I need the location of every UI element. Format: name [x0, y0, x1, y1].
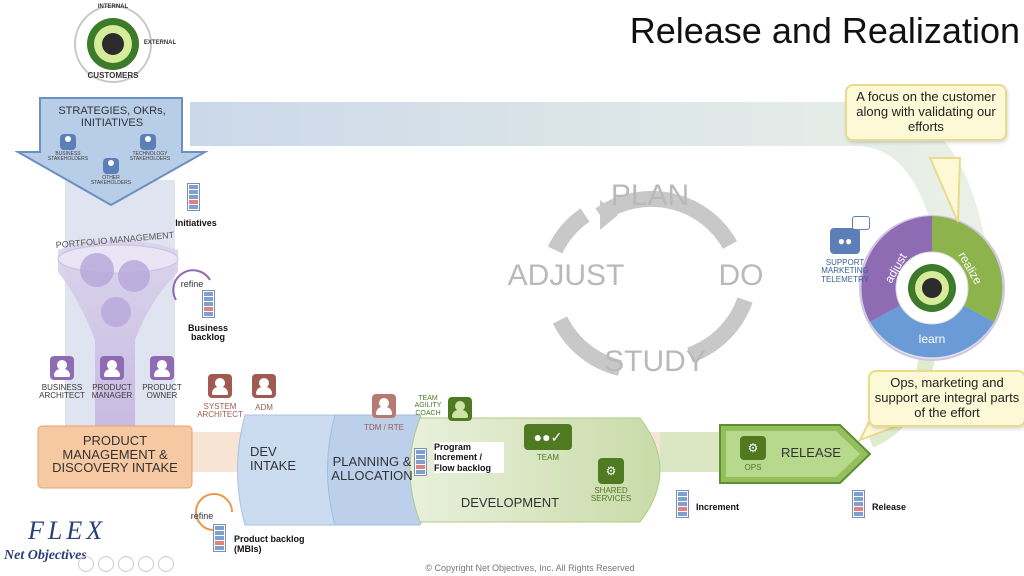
other-stakeholders-icon — [103, 158, 119, 174]
callout-customer-focus: A focus on the customer along with valid… — [845, 84, 1007, 141]
ops-icon: ⚙ — [740, 436, 766, 460]
more-icon[interactable] — [158, 556, 174, 572]
technology-stakeholders-label: TECHNOLOGY STAKEHOLDERS — [129, 151, 171, 163]
refine-business-label: refine — [180, 279, 204, 289]
development-stage-label: DEVELOPMENT — [460, 495, 560, 510]
business-backlog-label: Business backlog — [187, 323, 229, 343]
other-stakeholders-label: OTHER STAKEHOLDERS — [90, 175, 132, 187]
team-agility-coach-label: TEAM AGILITY COACH — [414, 395, 442, 417]
adm-icon — [252, 374, 276, 398]
slide-controls[interactable] — [78, 556, 174, 572]
ops-label: OPS — [744, 463, 762, 472]
product-owner-label: PRODUCT OWNER — [142, 383, 182, 401]
increment-label: Increment — [696, 502, 740, 512]
badge-external-label: EXTERNAL — [143, 40, 177, 46]
product-management-stage-label: PRODUCT MANAGEMENT & DISCOVERY INTAKE — [52, 433, 178, 476]
initiatives-label: Initiatives — [175, 218, 217, 228]
support-marketing-icon: ●● — [830, 228, 860, 254]
refine-product-label: refine — [190, 511, 214, 521]
product-manager-icon — [100, 356, 124, 380]
notes-icon[interactable] — [138, 556, 154, 572]
product-backlog-doc-icon — [213, 524, 226, 552]
team-icon: ●●✓ — [524, 424, 572, 450]
next-slide-icon[interactable] — [98, 556, 114, 572]
dev-intake-stage-label: DEV INTAKE — [250, 444, 296, 473]
tdm-rte-label: TDM / RTE — [364, 423, 404, 432]
program-increment-doc-icon — [414, 448, 427, 476]
cycle-plan-label: PLAN — [610, 179, 690, 212]
product-manager-label: PRODUCT MANAGER — [91, 383, 133, 401]
net-objectives-logo: Net Objectives — [4, 548, 87, 563]
increment-doc-icon — [676, 490, 689, 518]
business-stakeholders-icon — [60, 134, 76, 150]
zoom-icon[interactable] — [118, 556, 134, 572]
program-increment-label: Program Increment / Flow backlog — [434, 442, 504, 474]
system-architect-label: SYSTEM ARCHITECT — [197, 402, 243, 420]
callout-ops-marketing: Ops, marketing and support are integral … — [868, 370, 1024, 427]
team-label: TEAM — [536, 453, 560, 462]
release-doc-icon — [852, 490, 865, 518]
cycle-adjust-label: ADJUST — [507, 259, 625, 292]
technology-stakeholders-icon — [140, 134, 156, 150]
business-architect-label: BUSINESS ARCHITECT — [39, 383, 85, 401]
business-backlog-doc-icon — [202, 290, 215, 318]
badge-customers-label: CUSTOMERS — [87, 71, 139, 80]
strategy-label: STRATEGIES, OKRs, INITIATIVES — [58, 105, 166, 129]
product-backlog-label: Product backlog (MBIs) — [234, 534, 305, 554]
prev-slide-icon[interactable] — [78, 556, 94, 572]
speech-bubble-icon — [852, 216, 870, 230]
shared-services-icon: ⚙ — [598, 458, 624, 484]
business-stakeholders-label: BUSINESS STAKEHOLDERS — [47, 151, 89, 163]
adm-label: ADM — [255, 403, 273, 412]
cycle-do-label: DO — [718, 259, 764, 292]
flex-logo: FLEX — [28, 516, 107, 545]
cycle-study-label: STUDY — [604, 345, 706, 378]
product-owner-icon — [150, 356, 174, 380]
team-agility-coach-icon — [448, 397, 472, 421]
release-stage-label: RELEASE — [781, 445, 841, 460]
support-marketing-telemetry-label: SUPPORT MARKETING TELEMETRY — [821, 258, 869, 284]
shared-services-label: SHARED SERVICES — [590, 486, 632, 504]
tdm-rte-icon — [372, 394, 396, 418]
release-label: Release — [872, 502, 907, 512]
page-title: Release and Realization — [629, 10, 1020, 51]
business-architect-icon — [50, 356, 74, 380]
planning-stage-label: PLANNING & ALLOCATION — [331, 454, 413, 483]
badge-internal-label: INTERNAL — [97, 4, 129, 10]
copyright-text: © Copyright Net Objectives, Inc. All Rig… — [425, 563, 635, 573]
system-architect-icon — [208, 374, 232, 398]
initiatives-doc-icon — [187, 183, 200, 211]
wheel-learn-label: learn — [918, 332, 946, 346]
